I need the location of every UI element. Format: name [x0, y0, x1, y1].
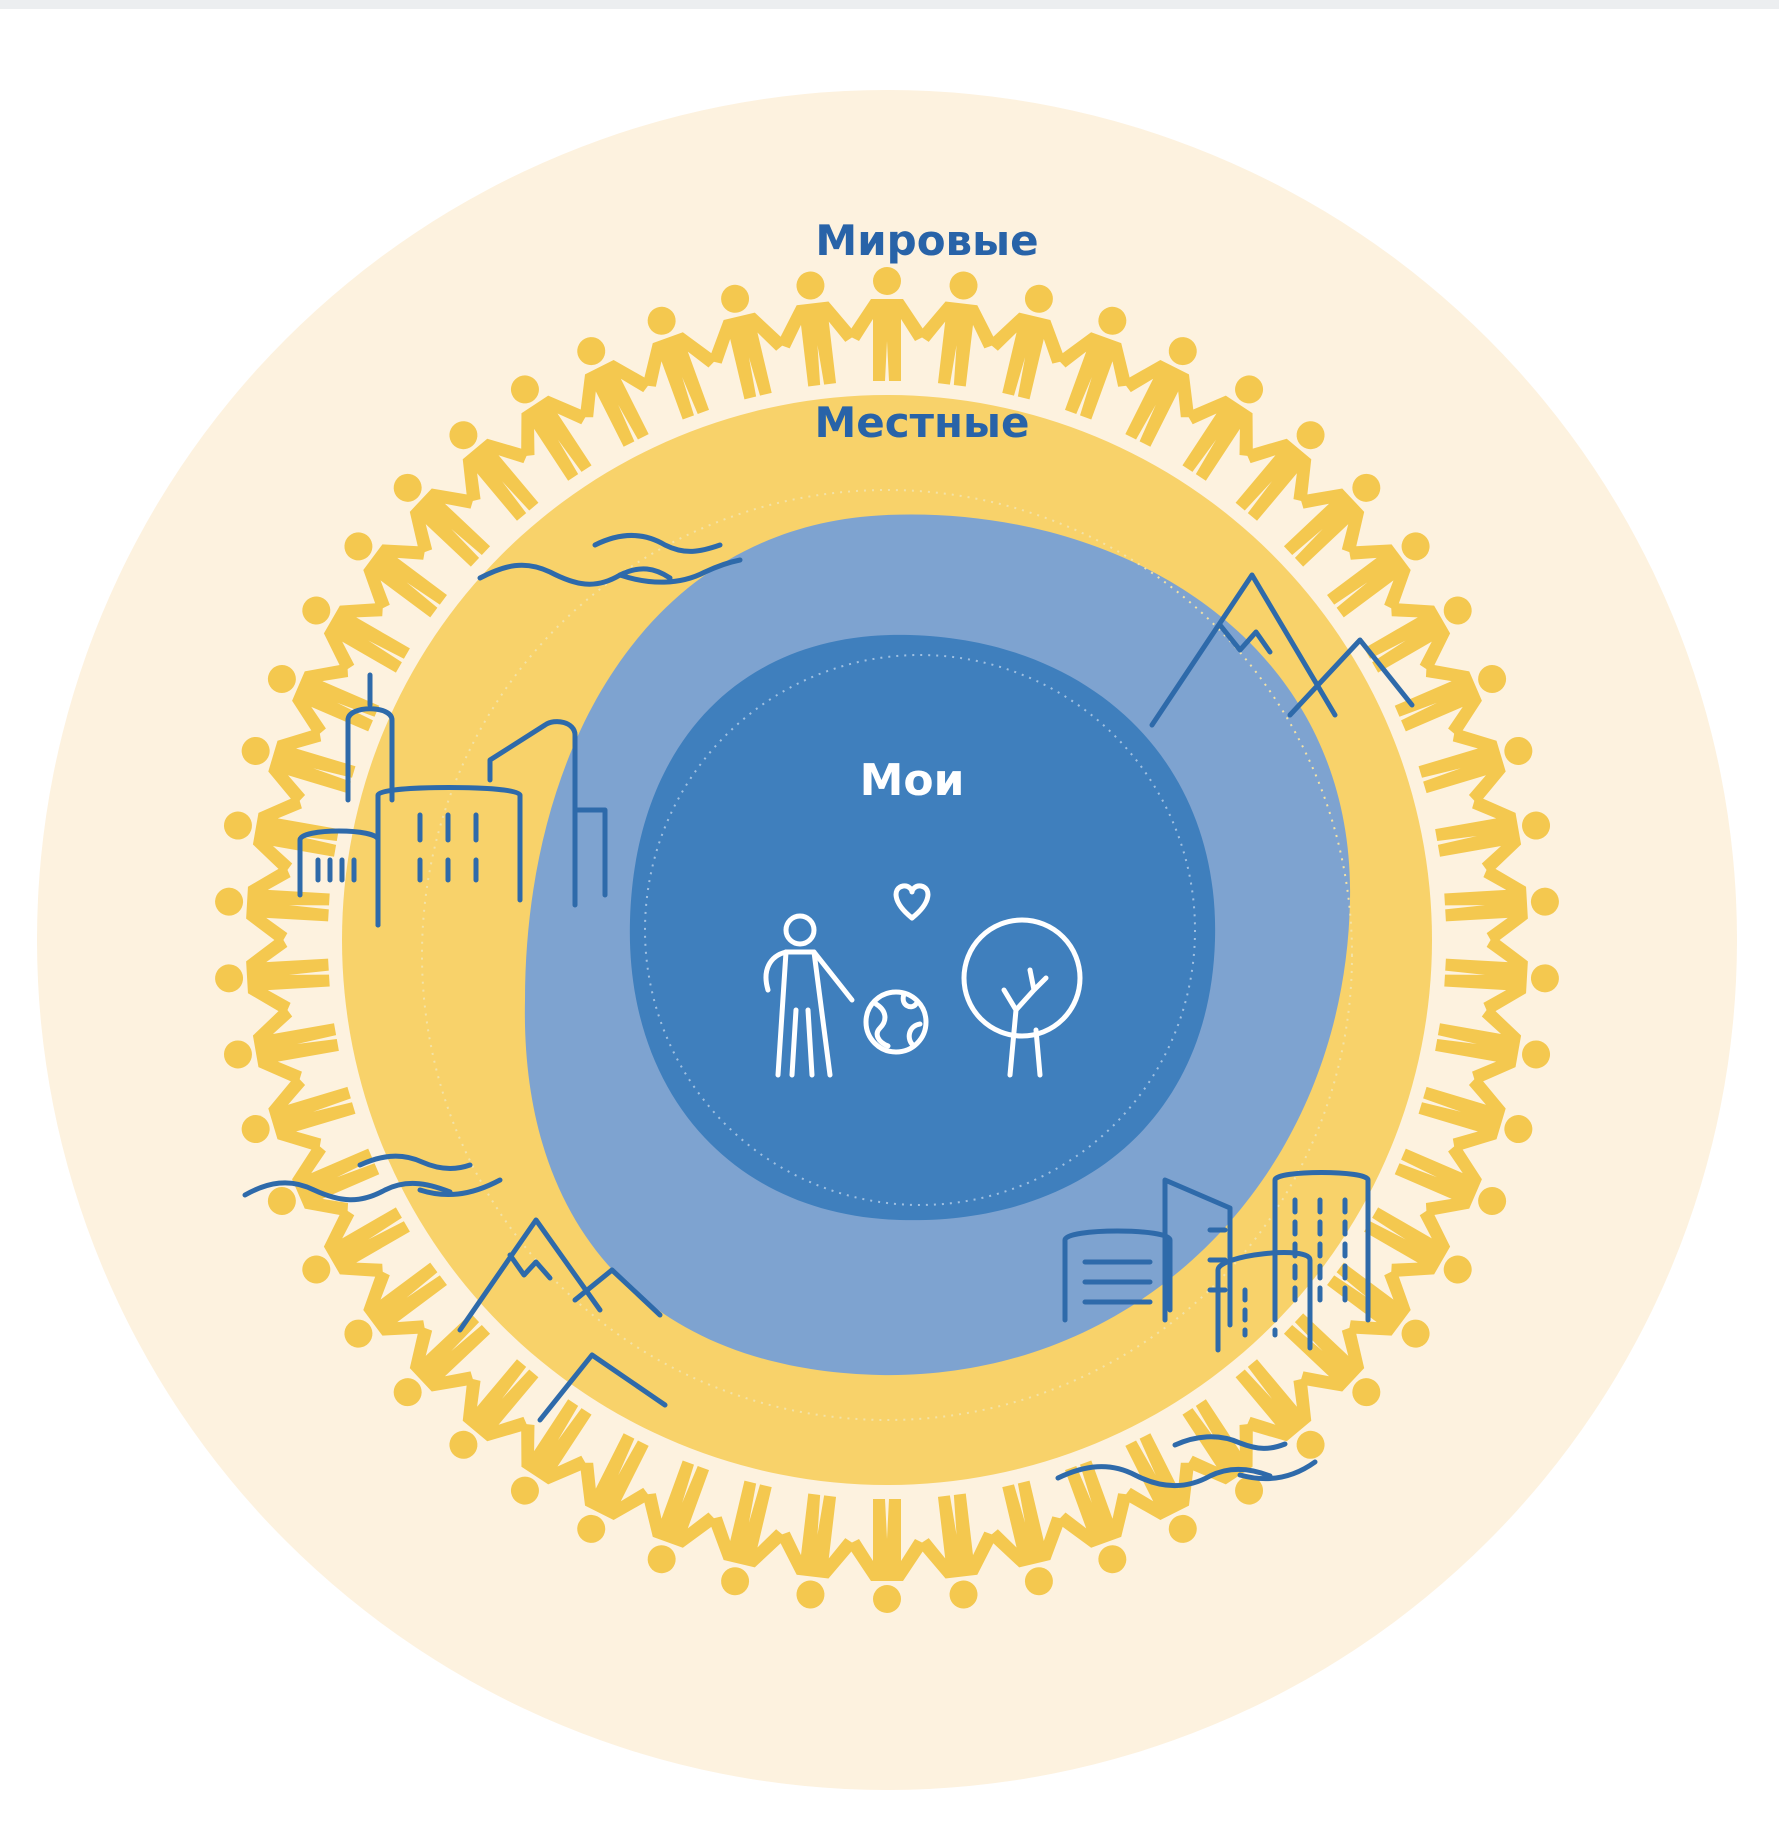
city-icon-2 — [1062, 1170, 1371, 1353]
tree-icon — [961, 917, 1083, 1078]
person-icon — [763, 913, 855, 1078]
wave-icon-3 — [1055, 1434, 1318, 1489]
mountain-icon-2 — [457, 1217, 668, 1423]
wave-icon-2 — [242, 1153, 503, 1203]
wave-icon — [477, 533, 743, 587]
core-circle — [629, 634, 1216, 1221]
mountain-icon — [1149, 572, 1415, 728]
mine-label: Мои — [860, 755, 965, 806]
heart-icon — [893, 883, 931, 921]
city-icon — [297, 672, 608, 928]
local-label: Местные — [814, 398, 1029, 447]
core-dotted-border — [644, 654, 1196, 1206]
mid-ring-dotted-border — [421, 489, 1353, 1421]
top-border — [0, 0, 1779, 9]
world-label: Мировые — [815, 216, 1038, 265]
globe-icon — [863, 989, 929, 1055]
